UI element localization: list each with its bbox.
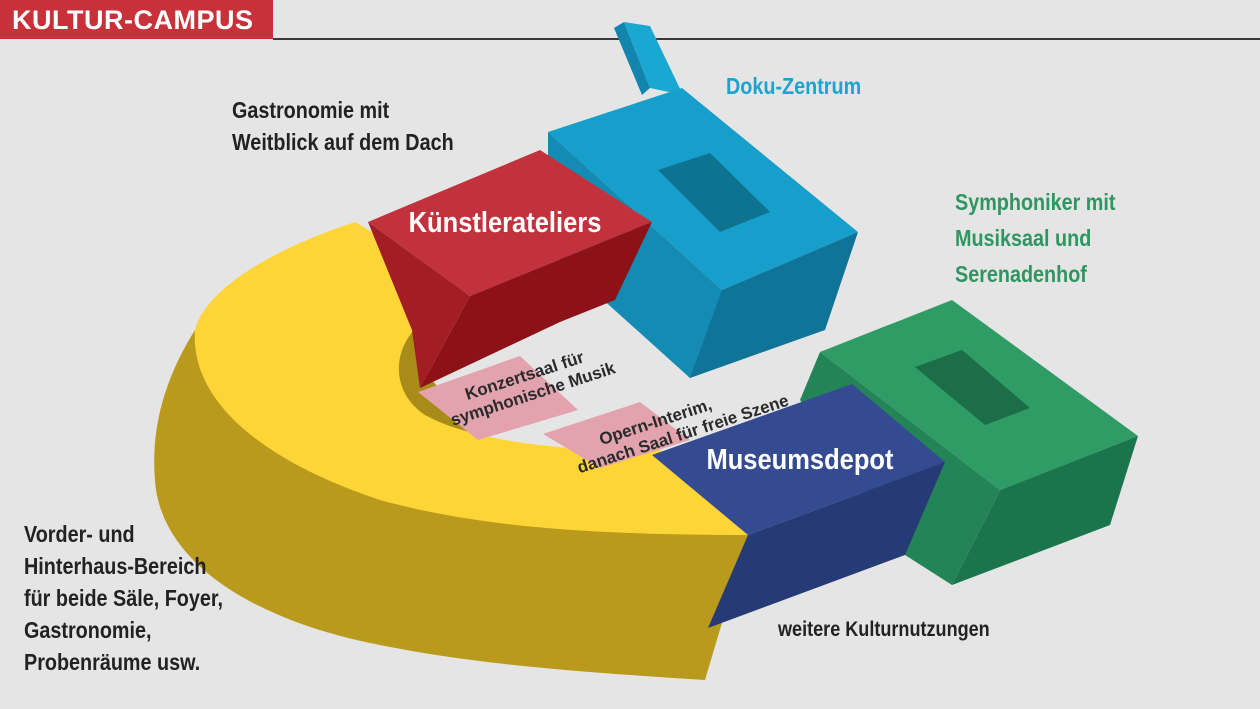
symphoniker-front [952, 436, 1138, 585]
vorderhaus-annotation: Vorder- und Hinterhaus-Bereich für beide… [24, 521, 223, 675]
kuenstlerateliers-label: Künstlerateliers [409, 205, 602, 238]
gastronomie-annotation: Gastronomie mit Weitblick auf dem Dach [232, 97, 454, 155]
museumsdepot-block [652, 384, 945, 628]
ateliers-front [420, 222, 652, 388]
museumsdepot-front [708, 462, 945, 628]
konzertsaal-floor [418, 356, 578, 440]
title-badge: KULTUR-CAMPUS [0, 0, 273, 39]
doku-zentrum-annotation: Doku-Zentrum [726, 73, 862, 99]
doku-tower-face [624, 22, 683, 95]
ateliers-top [368, 150, 652, 296]
weitere-kulturnutzungen-annotation: weitere Kulturnutzungen [778, 618, 990, 641]
opern-floor [543, 402, 690, 468]
kuenstlerateliers-block [368, 150, 652, 388]
doku-courtyard [658, 153, 770, 232]
museumsdepot-top [652, 384, 945, 535]
doku-tower-side [614, 22, 650, 95]
museumsdepot-label: Museumsdepot [706, 442, 893, 475]
symphoniker-annotation: Symphoniker mit Musiksaal und Serenadenh… [955, 189, 1116, 287]
symphoniker-courtyard [915, 350, 1030, 425]
title-rule [273, 38, 1260, 40]
ateliers-side [368, 222, 470, 388]
